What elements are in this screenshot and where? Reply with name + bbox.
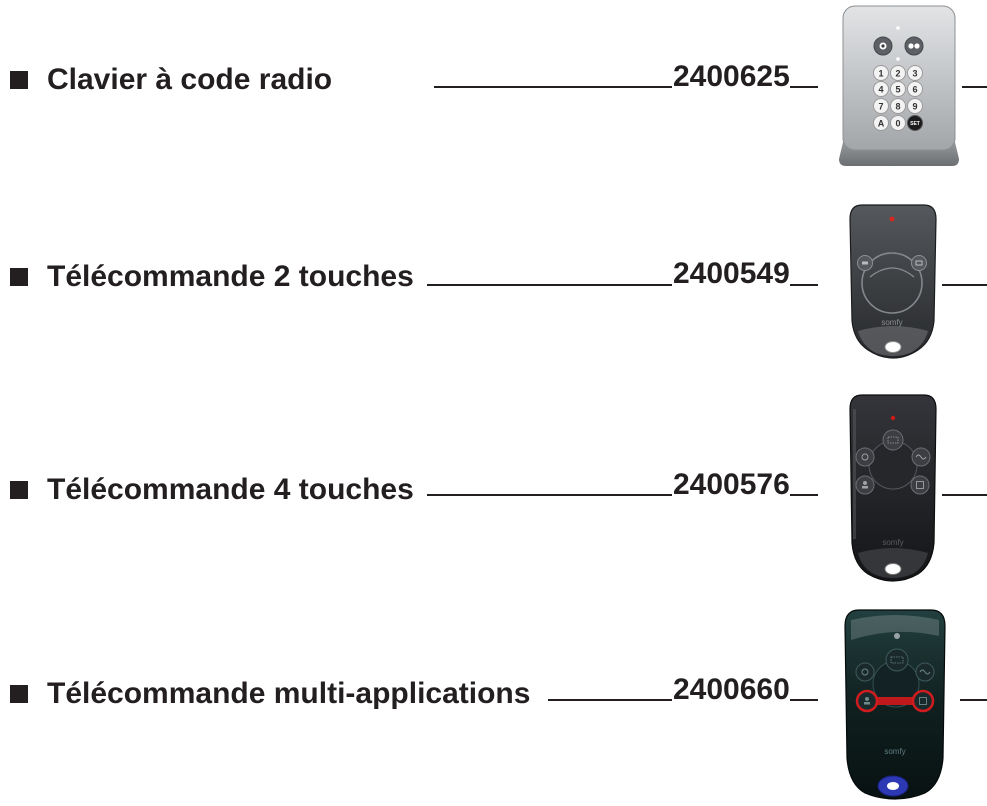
svg-text:9: 9 — [912, 102, 917, 112]
remote-button-right — [911, 447, 931, 467]
keypad-key-8: 8 — [890, 98, 906, 114]
square-bullet-icon — [10, 481, 28, 499]
remote-dial-arc — [869, 267, 915, 278]
remote-2-buttons-icon: somfy — [849, 204, 937, 359]
svg-text:6: 6 — [912, 85, 917, 95]
keypad-key-7: 7 — [873, 98, 889, 114]
leader-line — [962, 86, 987, 88]
remote-button-right — [911, 255, 927, 271]
remote-body — [849, 204, 937, 359]
leader-line — [790, 494, 818, 496]
led-indicator — [889, 216, 895, 222]
remote-dial-ring — [861, 252, 923, 314]
keypad-key-9: 9 — [907, 98, 923, 114]
leader-line — [790, 699, 818, 701]
product-label: Télécommande multi-applications — [47, 677, 531, 710]
remote-button-top — [882, 429, 904, 451]
leader-line — [960, 699, 987, 701]
keypad-key-set: SET — [907, 115, 923, 131]
svg-text:5: 5 — [895, 85, 900, 95]
leader-line — [427, 494, 672, 496]
somfy-logo: somfy — [882, 538, 903, 547]
remote-multi-applications-icon: somfy — [844, 609, 946, 800]
svg-text:7: 7 — [878, 102, 883, 112]
square-bullet-icon — [10, 685, 28, 703]
product-label: Clavier à code radio — [47, 63, 333, 96]
remote-button-bottom-left — [855, 475, 875, 495]
keypad-indicator-dot — [896, 57, 900, 61]
remote-button-left — [857, 255, 873, 271]
leader-line — [427, 284, 672, 286]
keypad-key-a: A — [873, 115, 889, 131]
remote-button-bottom-right — [910, 475, 930, 495]
keypad-key-6: 6 — [907, 81, 923, 97]
svg-text:2: 2 — [895, 69, 900, 79]
svg-text:0: 0 — [895, 119, 900, 129]
svg-text:1: 1 — [878, 69, 883, 79]
leader-line — [548, 699, 672, 701]
somfy-logo: somfy — [881, 318, 902, 327]
remote-button-bottom-left — [855, 689, 879, 713]
leader-line — [942, 284, 987, 286]
keypad-icon: 1 2 3 4 5 6 7 8 9 A 0 SET — [839, 5, 959, 166]
product-reference: 2400625 — [673, 60, 790, 93]
keyring-hole — [884, 563, 902, 575]
svg-text:SET: SET — [910, 121, 920, 127]
remote-button-top — [885, 648, 909, 672]
svg-text:4: 4 — [878, 85, 883, 95]
keyring-hole — [884, 341, 902, 353]
svg-text:8: 8 — [895, 102, 900, 112]
somfy-logo: somfy — [884, 747, 905, 756]
keypad-key-2: 2 — [890, 65, 906, 81]
remote-gloss-highlight — [851, 615, 939, 640]
keypad-key-4: 4 — [873, 81, 889, 97]
led-indicator — [894, 633, 900, 639]
keypad-top-button-left — [873, 36, 893, 56]
remote-4-buttons-icon: somfy — [849, 394, 937, 582]
led-indicator — [890, 415, 896, 421]
keypad-indicator-dot — [896, 26, 900, 30]
keypad-key-3: 3 — [907, 65, 923, 81]
product-label: Télécommande 2 touches — [47, 260, 414, 293]
product-reference: 2400549 — [673, 257, 790, 290]
remote-button-bottom-right — [911, 689, 935, 713]
leader-line — [790, 86, 818, 88]
keyring-hole — [887, 782, 899, 790]
svg-text:3: 3 — [912, 69, 917, 79]
product-reference: 2400576 — [673, 468, 790, 501]
keypad-key-1: 1 — [873, 65, 889, 81]
highlight-bar — [869, 697, 921, 705]
square-bullet-icon — [10, 268, 28, 286]
leader-line — [434, 86, 672, 88]
remote-edge-sheen — [853, 409, 856, 539]
keypad-key-5: 5 — [890, 81, 906, 97]
keypad-top-button-right — [904, 36, 924, 56]
keypad-key-0: 0 — [890, 115, 906, 131]
product-reference: 2400660 — [673, 673, 790, 706]
remote-button-left — [855, 662, 875, 682]
leader-line — [942, 494, 987, 496]
product-label: Télécommande 4 touches — [47, 473, 414, 506]
remote-button-right — [915, 662, 935, 682]
square-bullet-icon — [10, 71, 28, 89]
leader-line — [790, 284, 818, 286]
remote-button-left — [855, 447, 875, 467]
svg-text:A: A — [878, 119, 885, 129]
